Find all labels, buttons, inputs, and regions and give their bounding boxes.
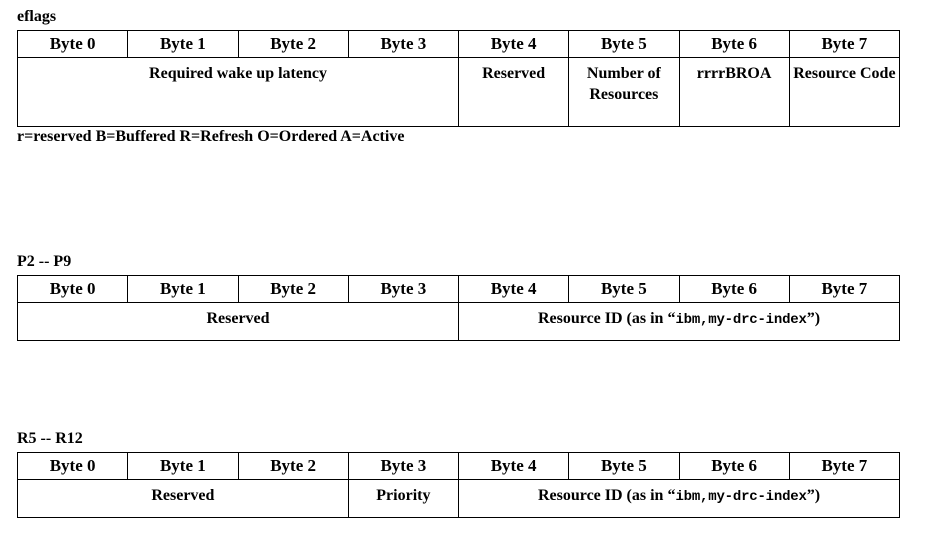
resource-id-property-name: ibm,my-drc-index — [675, 489, 807, 505]
byte-header-1: Byte 1 — [127, 452, 239, 480]
byte-header-2: Byte 2 — [237, 30, 349, 58]
flag-legend: r=reserved B=Buffered R=Refresh O=Ordere… — [17, 128, 405, 145]
byte-header-3: Byte 3 — [347, 452, 460, 480]
field-reserved: Reserved — [457, 57, 570, 127]
byte-header-5: Byte 5 — [568, 452, 680, 480]
bitfield-block-eflags: eflags Byte 0 Byte 1 Byte 2 Byte 3 Byte … — [16, 8, 901, 146]
byte-header-7: Byte 7 — [788, 452, 901, 480]
byte-header-7: Byte 7 — [788, 275, 901, 303]
resource-id-suffix: ”) — [806, 310, 821, 327]
table-row: Reserved Priority Resource ID (as in “ib… — [17, 479, 900, 518]
byte-header-2: Byte 2 — [237, 275, 349, 303]
byte-header-1: Byte 1 — [127, 30, 239, 58]
field-required-wake-up-latency: Required wake up latency — [17, 57, 459, 127]
resource-id-suffix: ”) — [806, 487, 821, 504]
table-header-row: Byte 0 Byte 1 Byte 2 Byte 3 Byte 4 Byte … — [16, 275, 901, 303]
resource-id-prefix: Resource ID (as in “ — [537, 487, 676, 504]
field-flag-bits: rrrrBROA — [678, 57, 790, 127]
block-label-eflags: eflags — [17, 8, 57, 25]
byte-header-4: Byte 4 — [457, 452, 570, 480]
block-label-p2-p9: P2 -- P9 — [17, 253, 72, 270]
field-resource-id: Resource ID (as in “ibm,my-drc-index”) — [458, 479, 900, 518]
byte-header-1: Byte 1 — [127, 275, 239, 303]
field-resource-code: Resource Code — [788, 57, 901, 127]
field-number-of-resources: Number of Resources — [568, 57, 680, 127]
field-reserved: Reserved — [17, 302, 459, 341]
table-row: Reserved Resource ID (as in “ibm,my-drc-… — [17, 302, 900, 341]
byte-header-4: Byte 4 — [457, 30, 570, 58]
table-header-row: Byte 0 Byte 1 Byte 2 Byte 3 Byte 4 Byte … — [16, 452, 901, 480]
field-reserved: Reserved — [17, 479, 349, 518]
byte-header-3: Byte 3 — [347, 275, 460, 303]
byte-header-4: Byte 4 — [457, 275, 570, 303]
byte-header-0: Byte 0 — [16, 30, 129, 58]
byte-header-0: Byte 0 — [16, 275, 129, 303]
byte-header-6: Byte 6 — [678, 30, 790, 58]
byte-header-2: Byte 2 — [237, 452, 349, 480]
byte-header-5: Byte 5 — [568, 275, 680, 303]
byte-header-7: Byte 7 — [788, 30, 901, 58]
byte-header-0: Byte 0 — [16, 452, 129, 480]
bitfield-table-eflags: Byte 0 Byte 1 Byte 2 Byte 3 Byte 4 Byte … — [16, 30, 901, 127]
resource-id-property-name: ibm,my-drc-index — [675, 312, 807, 328]
byte-header-6: Byte 6 — [678, 275, 790, 303]
byte-header-6: Byte 6 — [678, 452, 790, 480]
field-priority: Priority — [347, 479, 460, 518]
table-row: Required wake up latency Reserved Number… — [17, 57, 901, 127]
byte-header-3: Byte 3 — [347, 30, 460, 58]
table-header-row: Byte 0 Byte 1 Byte 2 Byte 3 Byte 4 Byte … — [16, 30, 901, 58]
bitfield-table-p2-p9: Byte 0 Byte 1 Byte 2 Byte 3 Byte 4 Byte … — [16, 275, 901, 341]
bitfield-table-r5-r12: Byte 0 Byte 1 Byte 2 Byte 3 Byte 4 Byte … — [16, 452, 901, 518]
bitfield-block-r5-r12: R5 -- R12 Byte 0 Byte 1 Byte 2 Byte 3 By… — [16, 430, 901, 518]
field-resource-id: Resource ID (as in “ibm,my-drc-index”) — [458, 302, 900, 341]
block-label-r5-r12: R5 -- R12 — [17, 430, 83, 447]
bitfield-block-p2-p9: P2 -- P9 Byte 0 Byte 1 Byte 2 Byte 3 Byt… — [16, 253, 901, 341]
byte-header-5: Byte 5 — [568, 30, 680, 58]
resource-id-prefix: Resource ID (as in “ — [537, 310, 676, 327]
